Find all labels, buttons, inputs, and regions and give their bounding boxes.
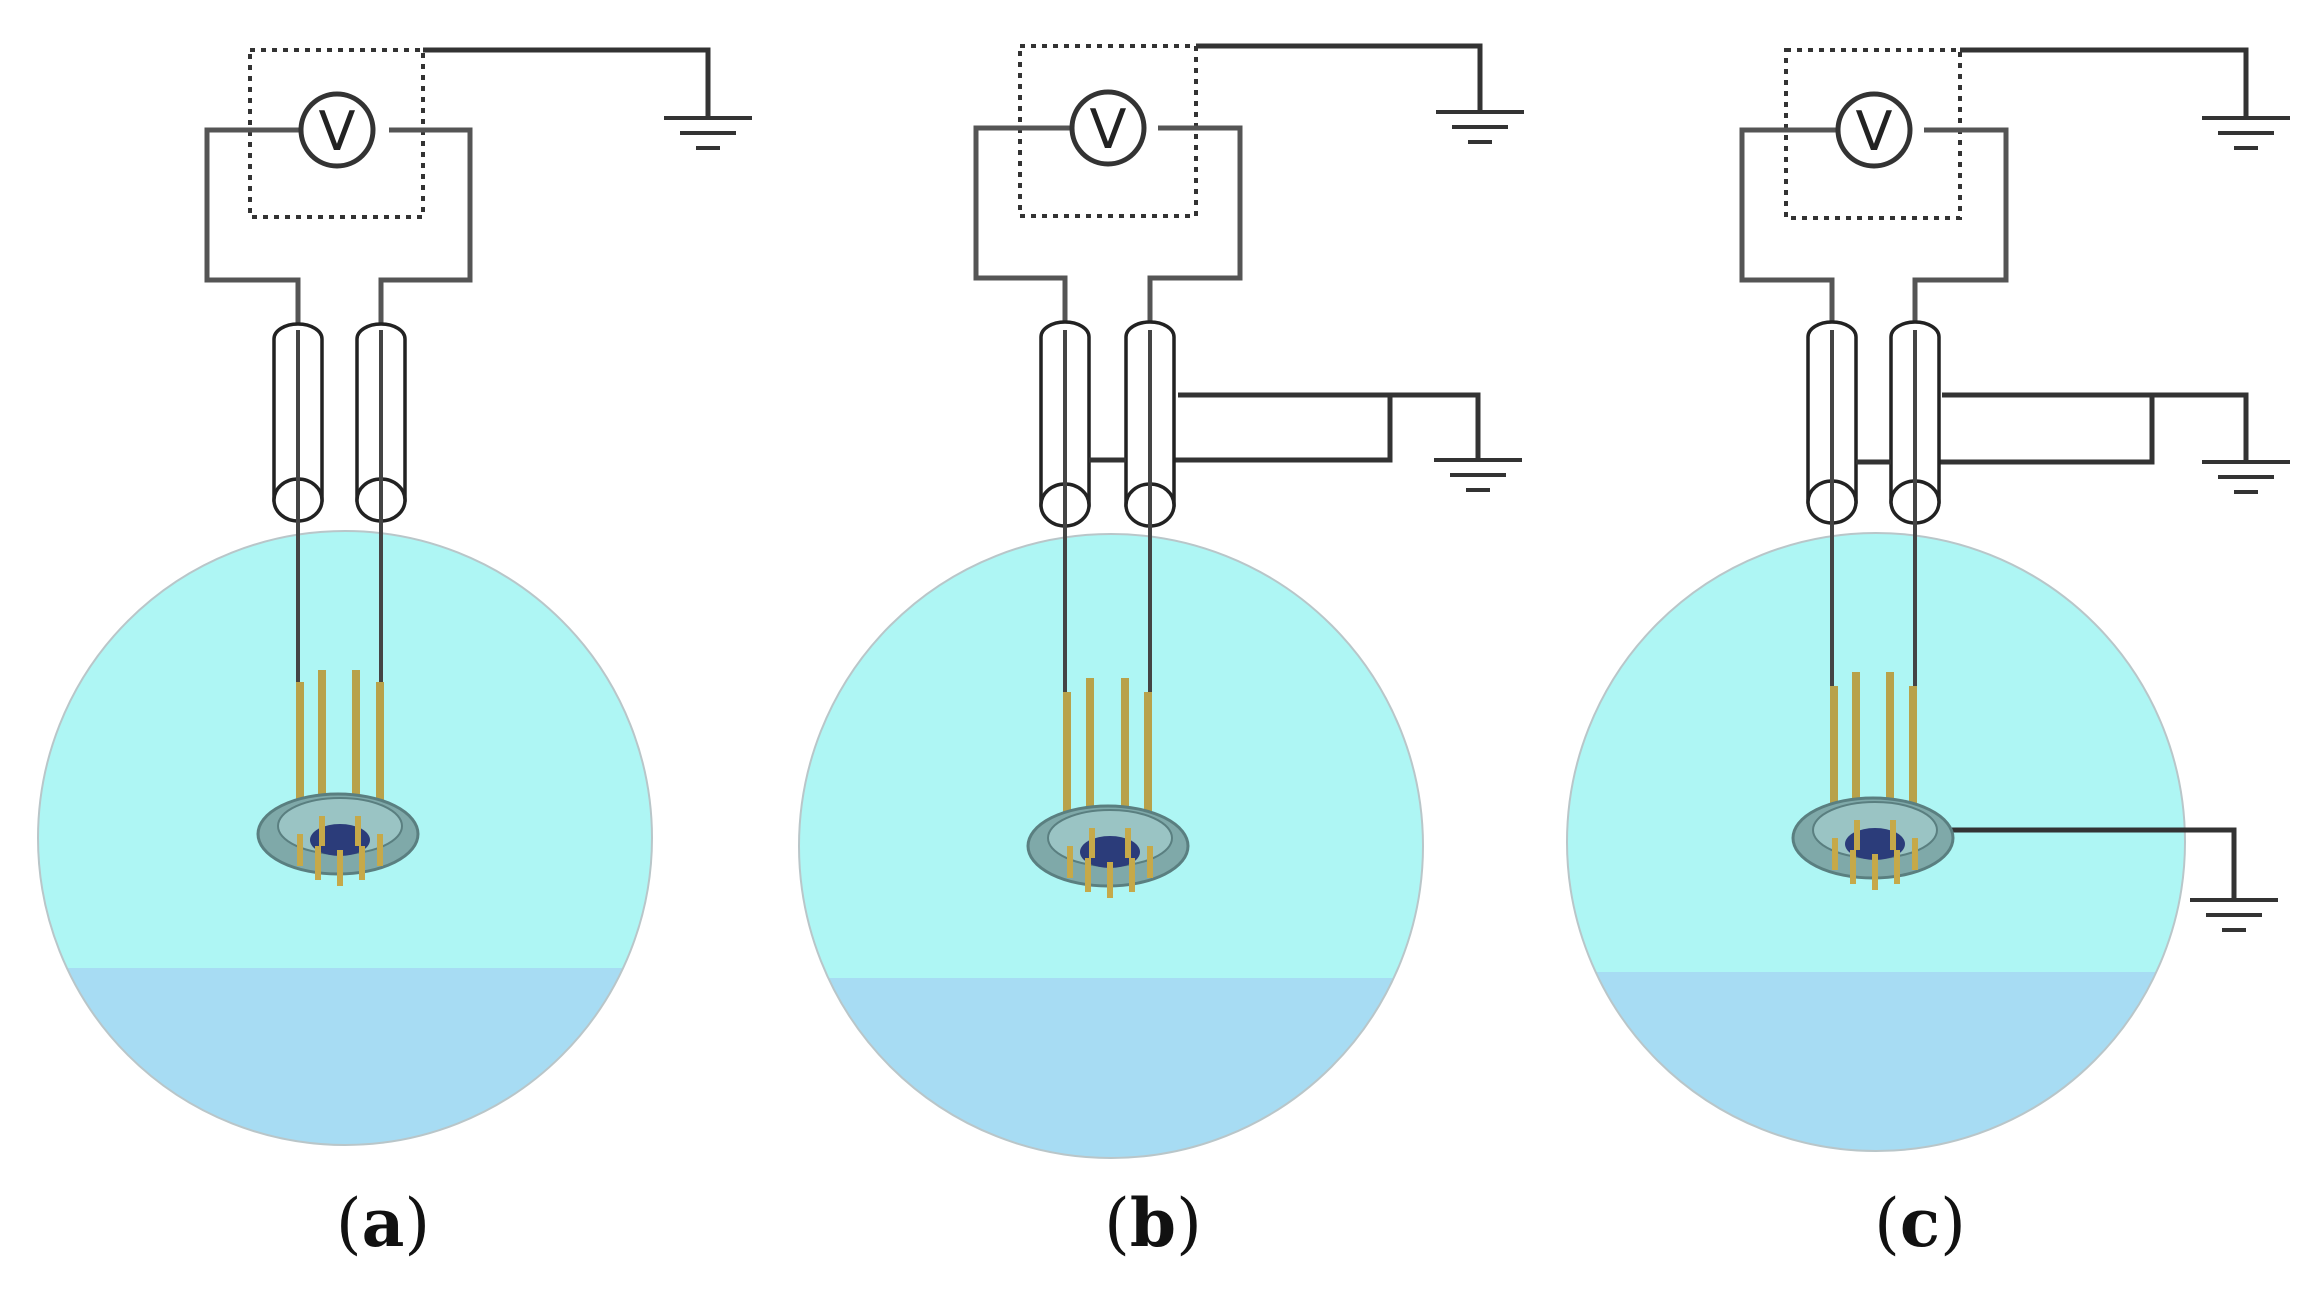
shield-ground-wire-b	[1178, 392, 1481, 458]
signal-wires-b	[1063, 330, 1152, 700]
shield-ground-wire-c	[1942, 392, 2249, 460]
panel-label-b-open: (	[1104, 1185, 1130, 1262]
signal-wires-a	[296, 330, 383, 690]
ground-symbol-shield-c	[2202, 460, 2290, 494]
meter-shield-box-b	[1018, 44, 1198, 218]
voltmeter-symbol-b: V	[1090, 98, 1127, 161]
panel-label-c-letter: c	[1899, 1184, 1941, 1262]
sensor-pins-c	[1830, 672, 1917, 822]
panel-label-c-open: (	[1874, 1185, 1900, 1262]
voltmeter-c: V	[1835, 91, 1913, 169]
panel-label-a: (a)	[283, 1190, 483, 1257]
circuit-loop-right-c	[1912, 127, 2009, 330]
voltmeter-symbol-c: V	[1856, 100, 1893, 163]
panel-label-a-letter: a	[361, 1184, 405, 1262]
signal-wires-c	[1830, 330, 1917, 694]
ground-wire-meter-a	[423, 47, 711, 118]
sensor-b	[1026, 804, 1190, 898]
coax-cables-b	[1039, 320, 1176, 528]
panel-b: V	[798, 43, 1524, 1159]
ground-wire-meter-b	[1196, 43, 1483, 112]
circuit-loop-c	[1739, 127, 1838, 330]
sensor-c	[1791, 796, 1955, 890]
ground-symbol-meter-a	[664, 116, 752, 150]
ground-symbol-base-c	[2190, 898, 2278, 932]
panel-label-c: (c)	[1820, 1190, 2020, 1257]
panel-label-c-close: )	[1940, 1185, 1966, 1262]
panel-label-a-open: (	[335, 1185, 362, 1262]
coax-cables-a	[272, 322, 407, 523]
panel-label-b: (b)	[1053, 1190, 1253, 1257]
sensor-a	[256, 792, 420, 886]
circuit-loop-right-a	[378, 127, 473, 330]
panel-label-a-close: )	[404, 1185, 431, 1262]
base-ground-wire-c	[1950, 827, 2237, 900]
voltmeter-a: V	[298, 91, 376, 169]
panel-c: V	[1566, 47, 2290, 1152]
panel-a: V	[37, 47, 752, 1146]
meter-shield-box-c	[1784, 48, 1962, 220]
circuit-loop-right-b	[1147, 125, 1243, 330]
ground-symbol-meter-b	[1436, 110, 1524, 144]
ground-wire-meter-c	[1960, 47, 2249, 118]
voltmeter-b: V	[1069, 89, 1147, 167]
shield-ground-wire-inner-c	[1856, 392, 2155, 465]
circuit-loop-a	[204, 127, 303, 330]
coax-cables-c	[1806, 320, 1941, 525]
shield-ground-wire-inner-b	[1090, 392, 1393, 463]
panel-label-b-close: )	[1176, 1185, 1202, 1262]
voltmeter-symbol-a: V	[319, 100, 356, 163]
circuit-loop-b	[973, 125, 1072, 330]
panel-label-b-letter: b	[1129, 1184, 1177, 1262]
ground-symbol-shield-b	[1434, 458, 1522, 492]
meter-shield-box-a	[248, 48, 425, 219]
ground-symbol-meter-c	[2202, 116, 2290, 150]
